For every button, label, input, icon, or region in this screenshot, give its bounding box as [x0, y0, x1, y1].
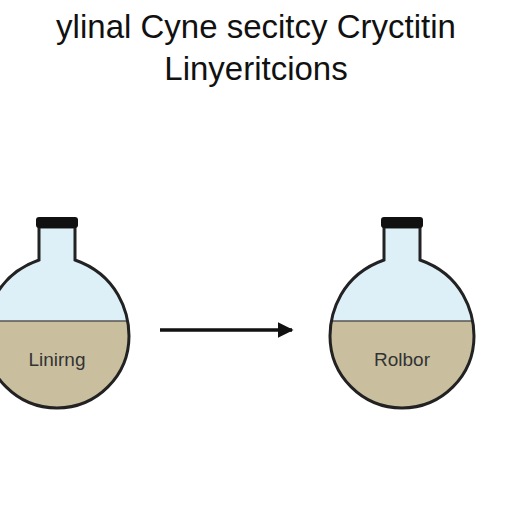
- flask-label: Linirng: [0, 349, 132, 371]
- flask-node: Linirng: [0, 215, 132, 410]
- flask-node: Rolbor: [327, 215, 477, 410]
- flask-outline: [0, 215, 132, 410]
- flask-outline: [327, 215, 477, 410]
- diagram-title: ylinal Cyne secitcy Cryctitin Linyeritci…: [4, 6, 508, 90]
- flow-arrow: [160, 328, 292, 332]
- flask-label: Rolbor: [327, 349, 477, 371]
